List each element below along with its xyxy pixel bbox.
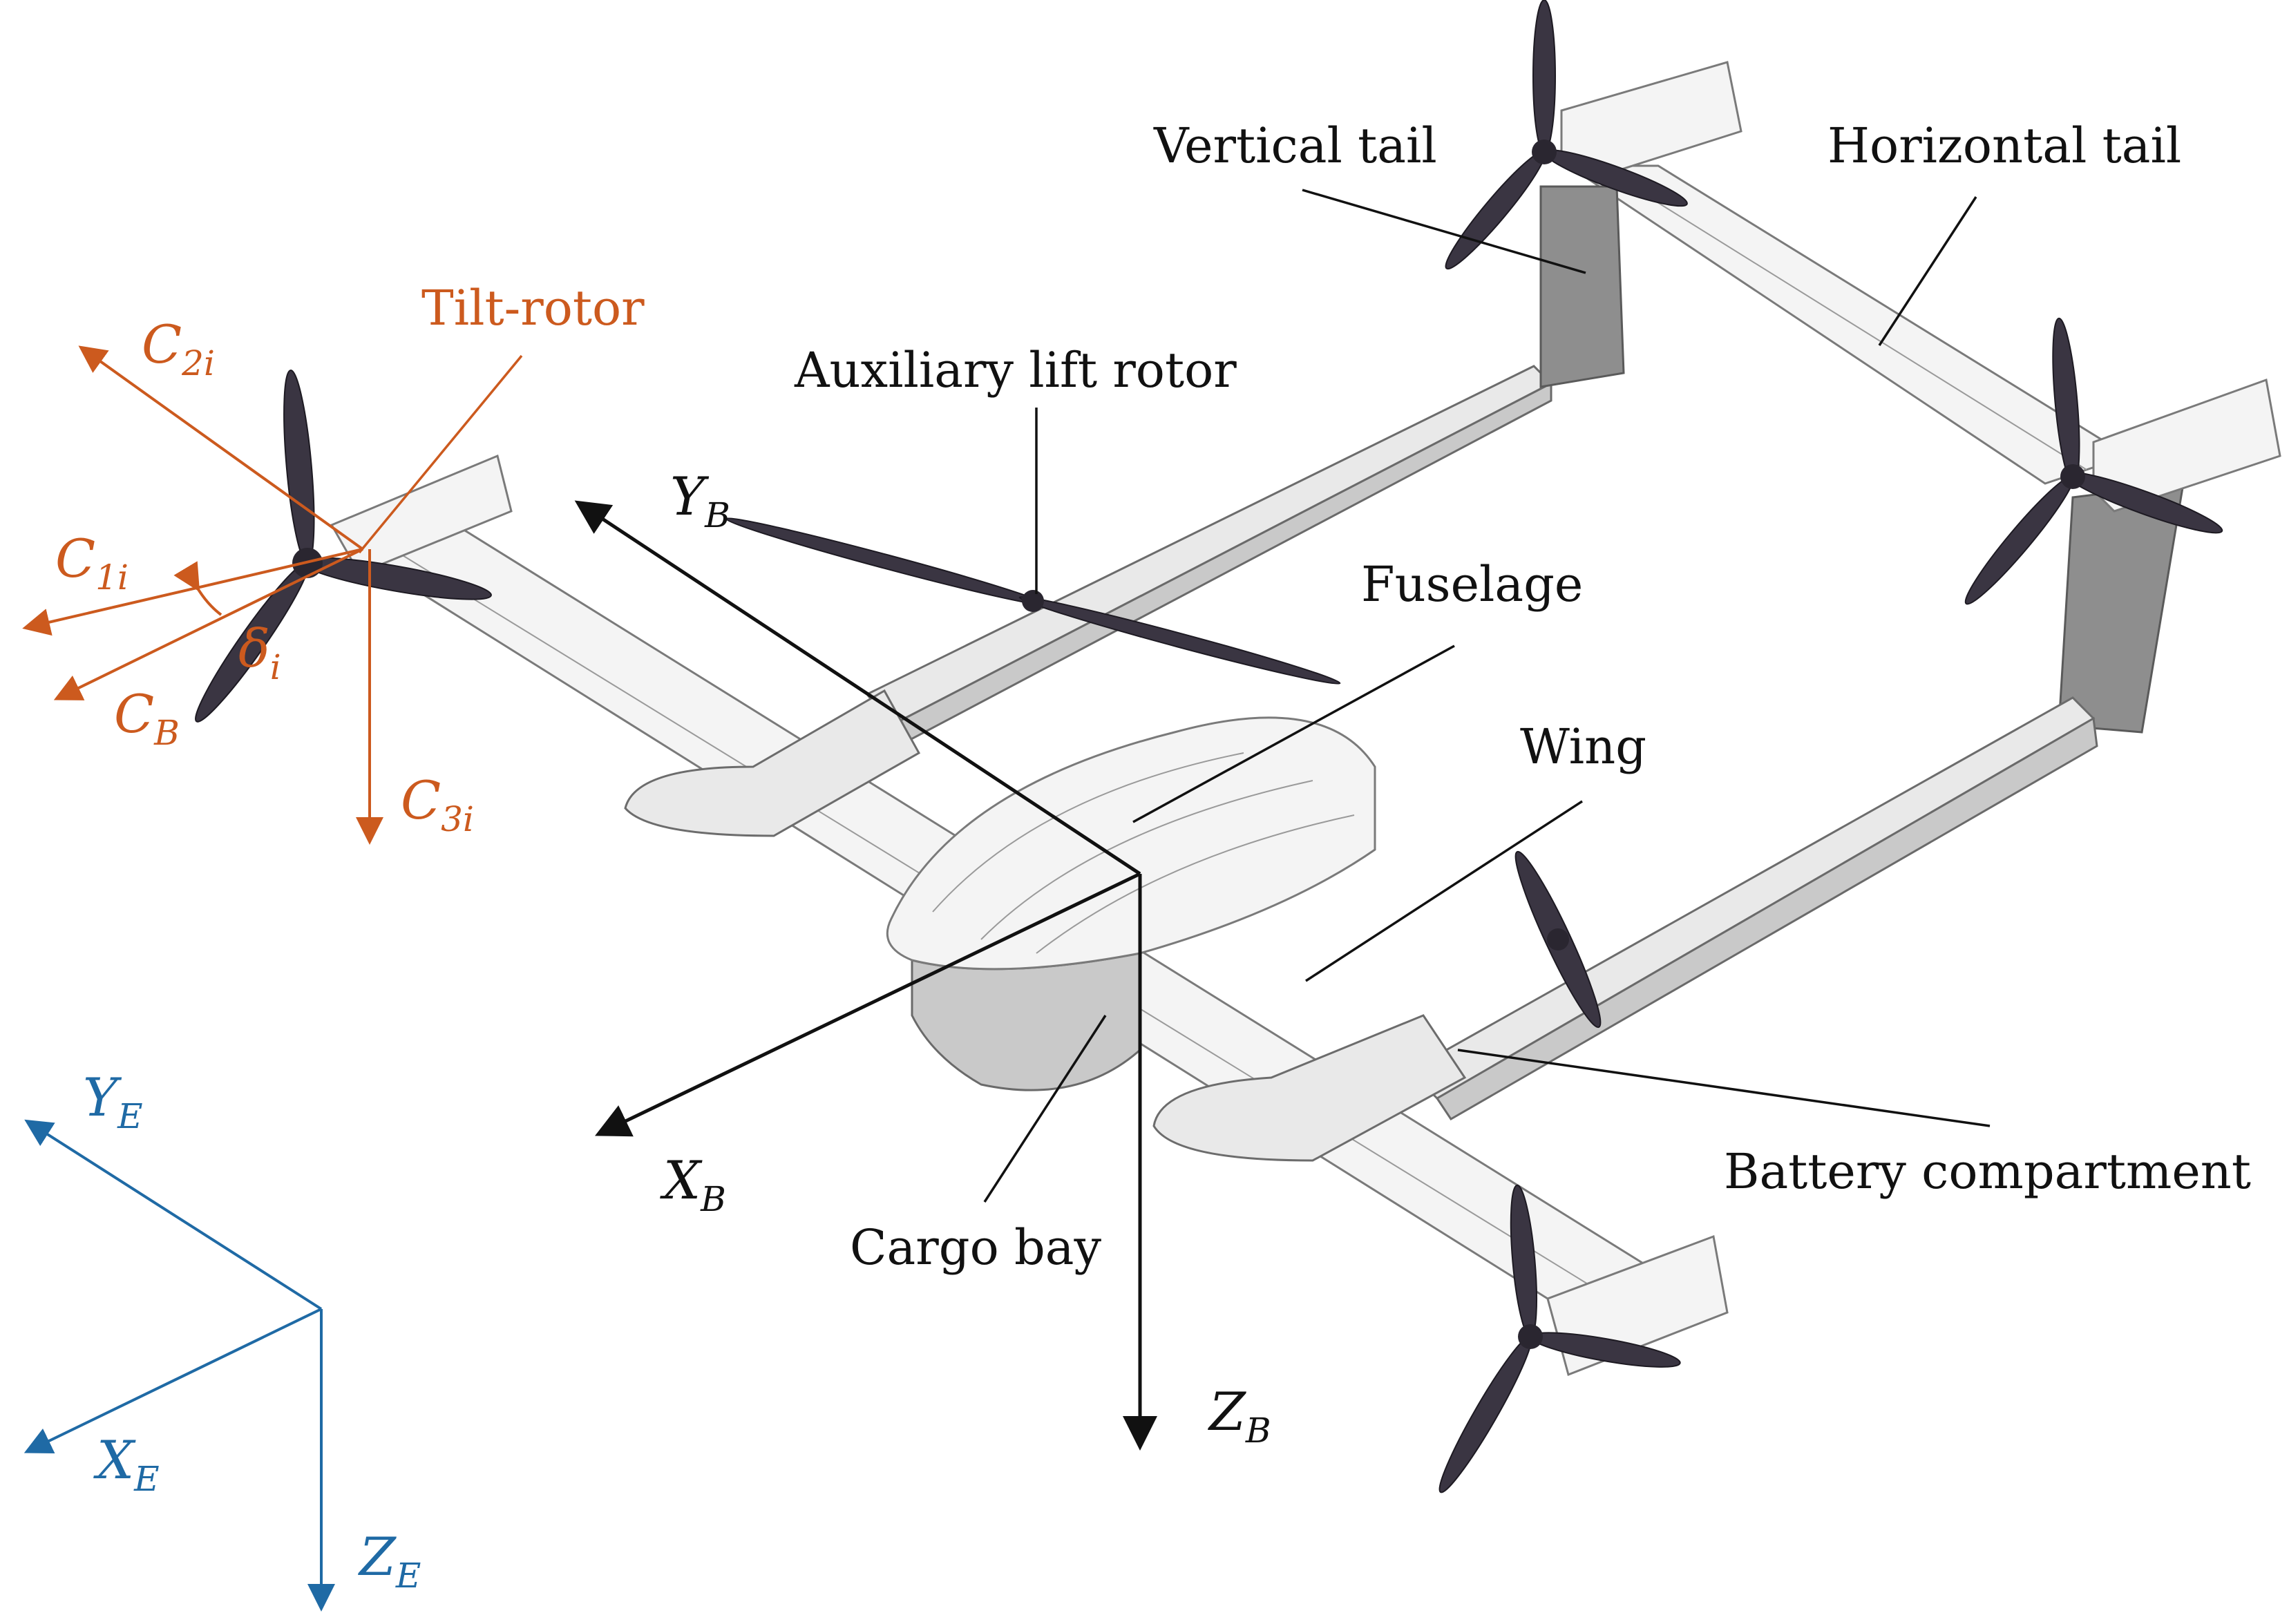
horizontal-tail-label: Horizontal tail [1827, 117, 2181, 174]
fuselage-leader [1132, 644, 1455, 823]
component-labels: Tilt-rotor Vertical tail Horizontal tail… [358, 117, 2251, 1276]
yb-axis-label: YB [670, 466, 730, 535]
yb-axis-arrow [574, 500, 1141, 876]
cb-axis-label: CB [114, 683, 180, 753]
cb-axis-arrow [53, 548, 363, 700]
xe-axis-arrow [23, 1308, 322, 1454]
airframe [330, 61, 2281, 1377]
zb-axis-label: ZB [1208, 1381, 1271, 1451]
c2i-axis-arrow [78, 345, 364, 551]
xb-axis-arrow [594, 872, 1141, 1137]
vertical-tail-left [1539, 185, 1625, 388]
horizontal-tail-surface [1565, 164, 2131, 485]
cargo-bay-leader [983, 1015, 1107, 1203]
c3i-axis-label: C3i [401, 770, 474, 839]
lower-tail-boom-side [1435, 716, 2098, 1121]
right-nacelle [1152, 1014, 1467, 1162]
fuselage-label: Fuselage [1361, 556, 1583, 613]
upper-tail-boom [865, 365, 1553, 727]
body-axes: YB XB ZB [574, 466, 1271, 1451]
c1i-axis-label: C1i [55, 528, 129, 598]
tilt-rotor-leader [358, 354, 523, 554]
ye-axis-arrow [24, 1119, 323, 1310]
cargo-bay-label: Cargo bay [850, 1219, 1102, 1276]
horizontal-tail-leader [1878, 196, 1977, 346]
xe-axis-label: XE [93, 1429, 160, 1499]
ze-axis-label: ZE [358, 1526, 421, 1596]
tilt-rotor-label: Tilt-rotor [421, 280, 645, 336]
vertical-tail-leader [1302, 189, 1586, 274]
delta-angle-arc [173, 561, 222, 616]
cargo-bay-body [911, 952, 1141, 1091]
battery-compartment-label: Battery compartment [1724, 1143, 2251, 1200]
delta-angle-label: δi [238, 618, 281, 687]
auxiliary-lift-rotor-label: Auxiliary lift rotor [794, 342, 1237, 399]
lower-tail-boom [1407, 696, 2096, 1100]
rotor-axes: C2i C1i δi CB C3i [22, 314, 474, 845]
battery-compartment-leader [1457, 1049, 1991, 1127]
ye-axis-label: YE [83, 1067, 143, 1136]
left-nacelle [624, 689, 921, 837]
earth-axes: YE XE ZE [23, 1067, 421, 1612]
wing-label: Wing [1520, 718, 1646, 775]
vertical-tail-label: Vertical tail [1153, 117, 1437, 174]
c2i-axis-label: C2i [142, 314, 215, 383]
wing-leader [1305, 800, 1583, 982]
xb-axis-label: XB [660, 1149, 726, 1219]
wing-tip-left [330, 454, 513, 575]
